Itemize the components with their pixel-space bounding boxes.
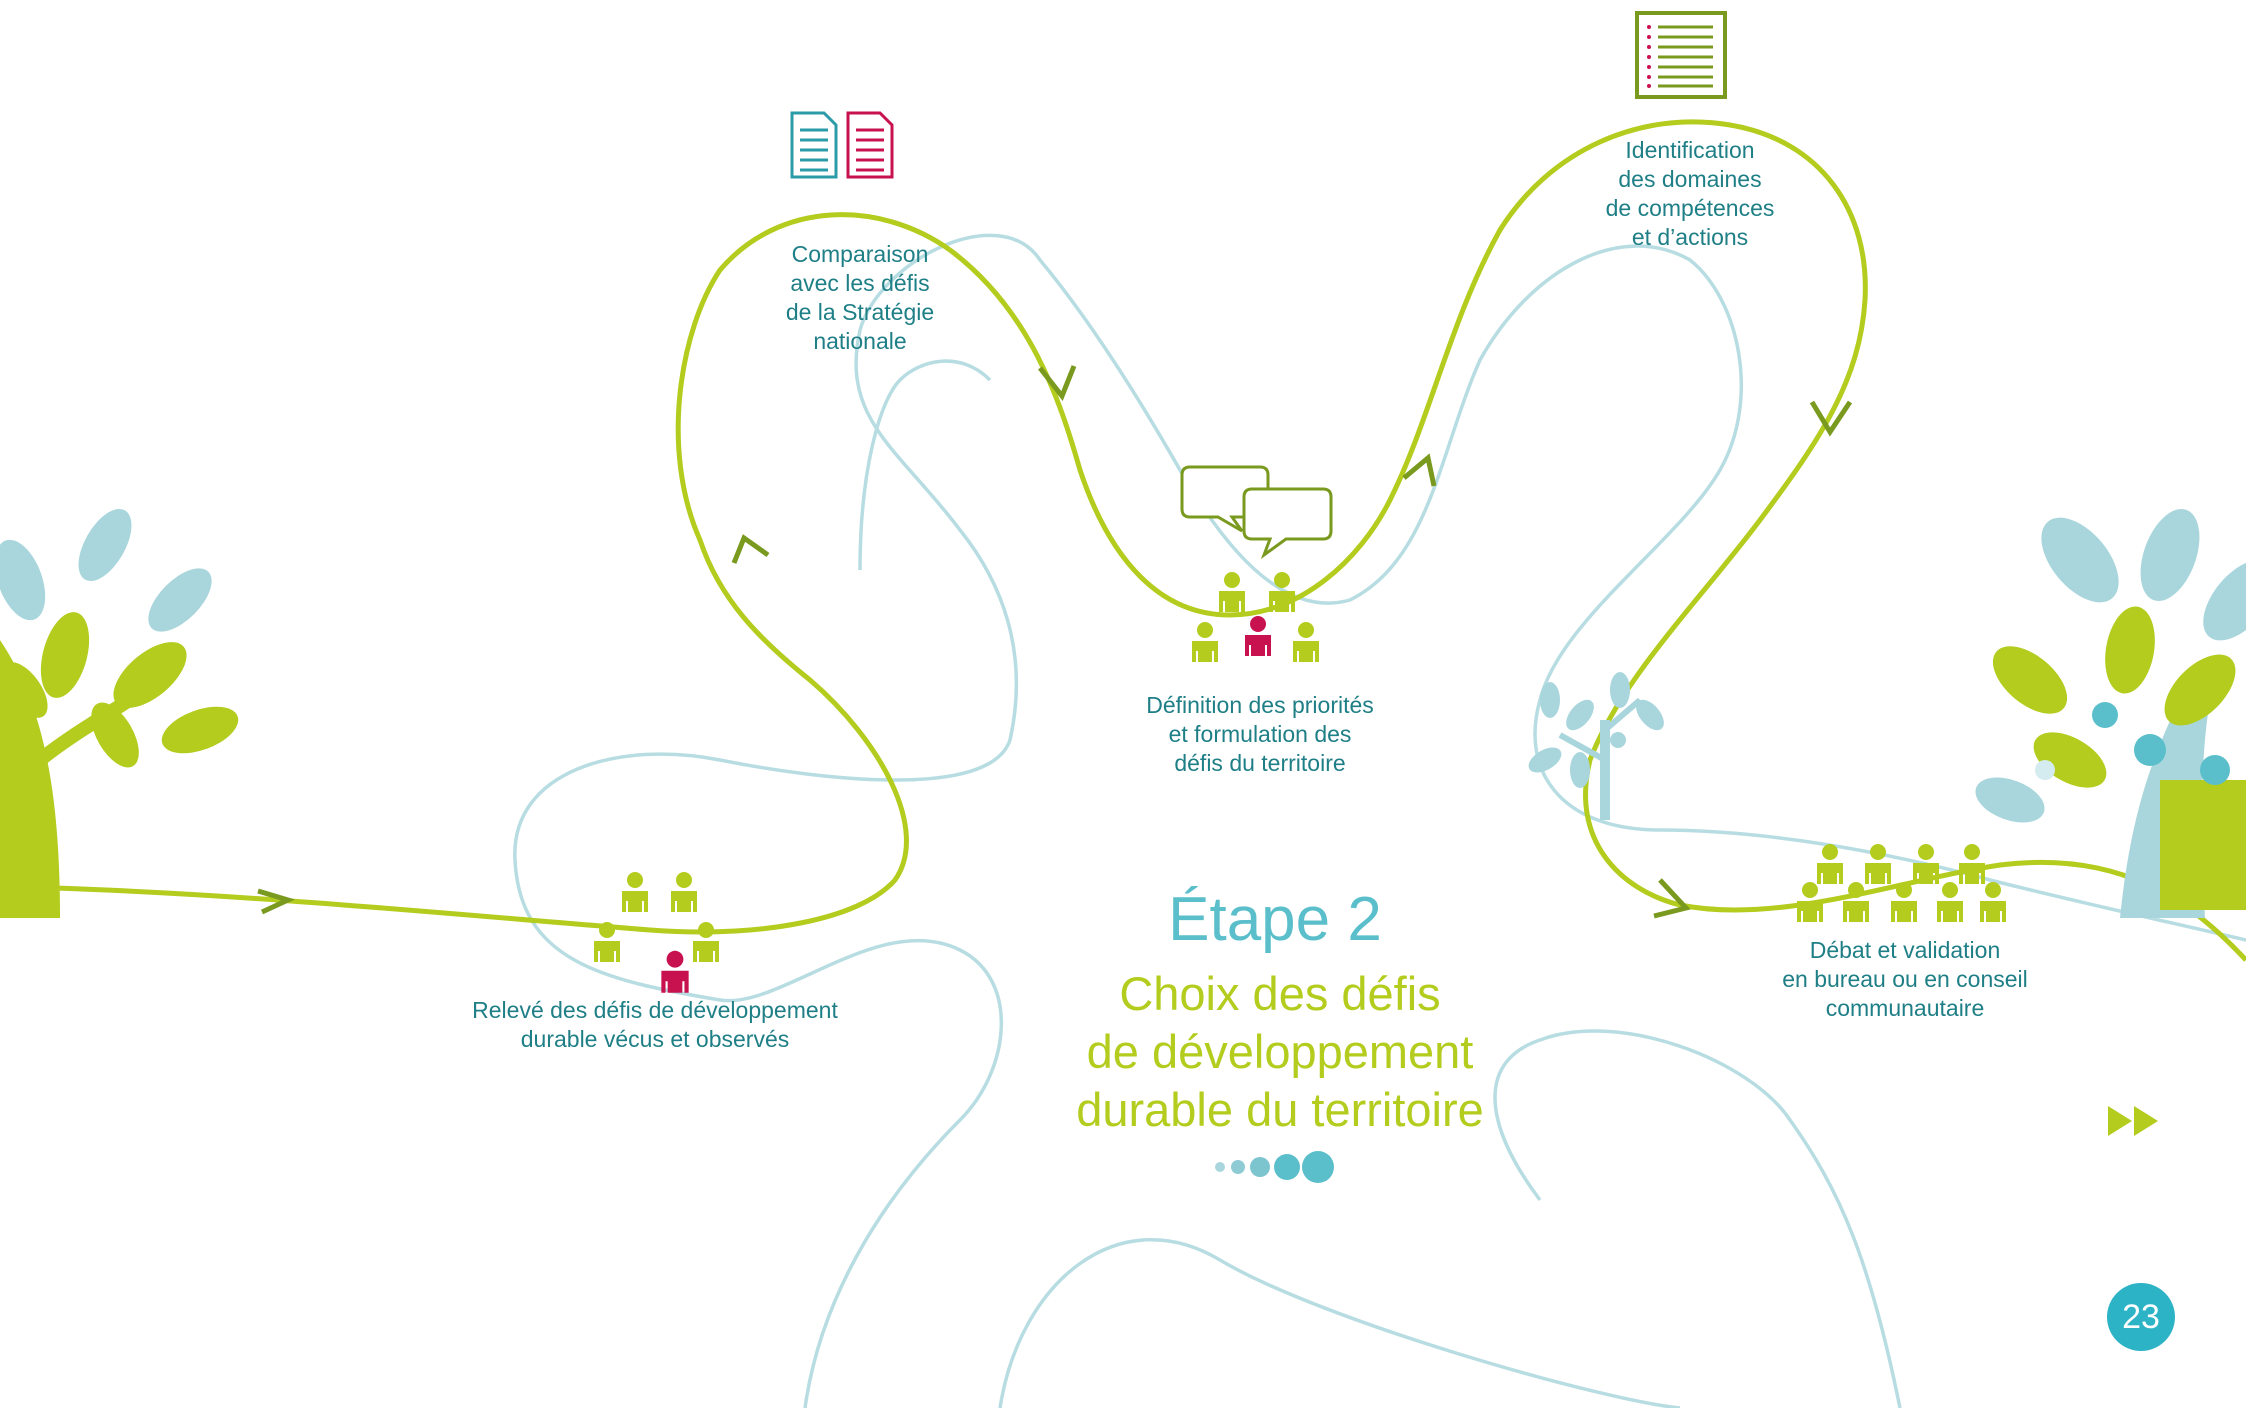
label-debat: Débat et validation en bureau ou en cons… [1740,936,2070,1023]
small-tree-icon [1528,672,1664,820]
subtitle-line: Choix des défis [1119,967,1441,1020]
path-arrow-6 [1653,878,1691,919]
step-subtitle: Choix des défis de développement durable… [980,965,1580,1139]
step-title: Étape 2 [1168,885,1382,954]
path-arrow-3 [1038,365,1077,401]
people-group-icon-debat [1797,844,2006,922]
checklist-icon [1635,11,1727,99]
label-line: défis du territoire [1174,750,1346,776]
right-tree-icon [1975,509,2246,918]
label-line: Débat et validation [1809,937,2001,963]
label-line: Définition des priorités [1146,692,1374,718]
next-page-button[interactable] [2106,1102,2166,1140]
path-arrow-5 [1809,400,1853,437]
background-flower-path [513,233,2246,1408]
label-line: communautaire [1825,995,1985,1021]
path-arrow-2 [731,534,770,564]
label-line: de compétences [1605,195,1775,221]
left-tree-icon [0,508,239,918]
people-group-icon-definition [1192,572,1319,662]
speech-bubbles-icon [1180,465,1333,560]
subtitle-line: de développement [1086,1025,1474,1078]
label-line: avec les défis [790,270,930,296]
path-arrow-1 [257,888,296,915]
label-line: Identification [1625,137,1755,163]
label-line: de la Stratégie [785,299,935,325]
step-dots [1215,1151,1334,1183]
label-line: durable vécus et observés [520,1026,790,1052]
label-comparaison: Comparaison avec les défis de la Stratég… [720,240,1000,356]
label-definition: Définition des priorités et formulation … [1100,691,1420,778]
label-line: Comparaison [791,241,929,267]
label-releve: Relevé des défis de développement durabl… [430,996,880,1054]
label-line: et d’actions [1631,224,1749,250]
page-number: 23 [2107,1283,2175,1351]
subtitle-line: durable du territoire [1076,1083,1484,1136]
main-process-path [54,119,2246,962]
path-arrow-4 [1402,453,1437,487]
label-line: des domaines [1618,166,1762,192]
background-flower-path-2 [858,359,1902,1408]
label-line: Relevé des défis de développement [472,997,838,1023]
two-documents-icon [790,111,894,179]
label-identification: Identification des domaines de compétenc… [1540,136,1840,252]
label-line: nationale [813,328,907,354]
fast-forward-icon [2108,1106,2158,1136]
label-line: en bureau ou en conseil [1782,966,2028,992]
label-line: et formulation des [1168,721,1352,747]
